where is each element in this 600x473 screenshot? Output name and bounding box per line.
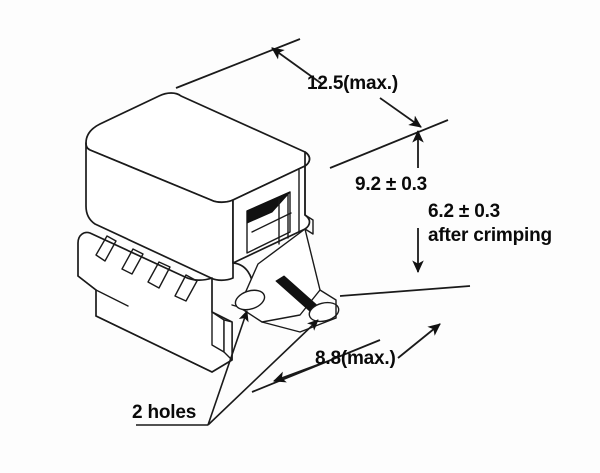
dimension-height-9-2: 9.2 ± 0.3 <box>355 129 427 195</box>
rib-slot-2 <box>121 248 144 275</box>
dim-arrow-width-right <box>397 323 441 359</box>
hole-2 <box>308 301 340 323</box>
lower-left-flange <box>77 275 97 291</box>
dim-label-height-crimp: 6.2 ± 0.3 <box>428 201 500 222</box>
ext-line-width-upper <box>339 285 471 297</box>
lower-center-block <box>223 319 233 361</box>
dim-label-height-total: 9.2 ± 0.3 <box>355 174 427 195</box>
dim-arrow-width-left <box>273 363 321 383</box>
rib-slot-3 <box>147 261 171 289</box>
dim-label-length: 12.5(max.) <box>307 73 398 94</box>
rib-slot-1 <box>95 235 117 262</box>
plate-right-outline <box>319 289 337 319</box>
lower-rib-base-line <box>95 315 213 373</box>
dim-label-height-crimp-note: after crimping <box>428 225 552 246</box>
cover-left-face <box>85 142 234 282</box>
dimension-length-12-5: 12.5(max.) <box>175 38 449 169</box>
ext-line-length-upper <box>175 38 301 89</box>
lower-left-flange-edge <box>95 289 129 307</box>
dimension-height-6-2: 6.2 ± 0.3 after crimping <box>412 201 552 274</box>
dim-arrow-length-right <box>379 97 422 128</box>
ext-line-length-lower <box>329 119 449 169</box>
plate-bottom-outline <box>261 317 337 333</box>
callout-leader-hole-1 <box>207 310 249 426</box>
callout-2-holes: 2 holes <box>132 310 319 426</box>
callout-label-holes: 2 holes <box>132 402 196 423</box>
rib-slot-4 <box>174 274 198 302</box>
window-inner-ledge <box>251 212 292 233</box>
hole-1 <box>234 289 266 311</box>
dimension-width-8-8: 8.8(max.) <box>251 285 471 393</box>
dim-label-width: 8.8(max.) <box>315 348 396 369</box>
cover-right-tab <box>304 214 314 235</box>
callout-leader-hole-2 <box>207 319 319 426</box>
lower-front-step <box>211 311 225 353</box>
dim-arrow-length-left <box>271 47 323 85</box>
connector-body <box>77 92 340 373</box>
